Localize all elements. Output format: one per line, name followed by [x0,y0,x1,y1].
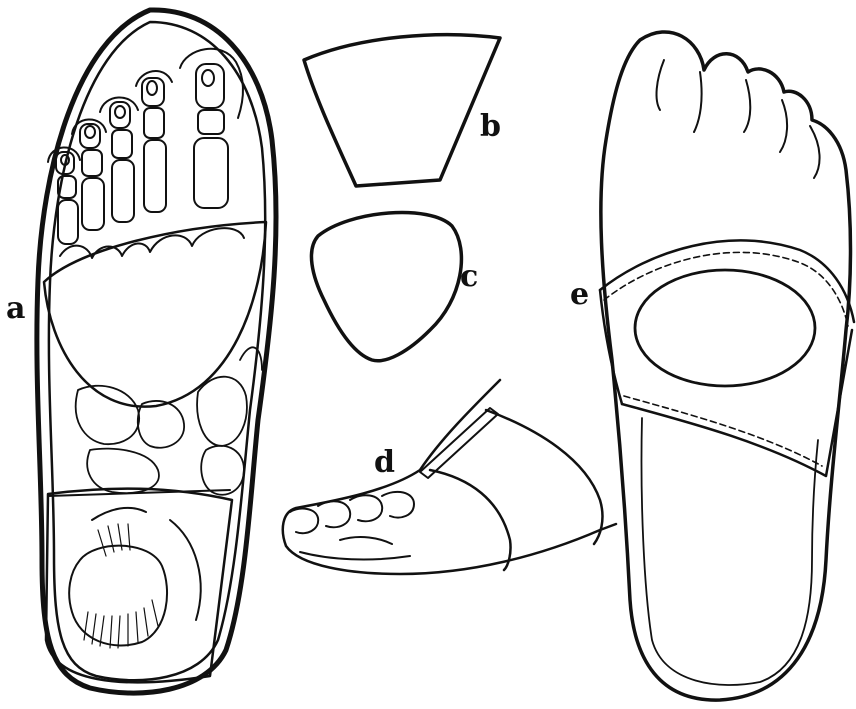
label-d: d [374,448,395,478]
strap-edge-top [420,408,498,478]
figure-e-foot-sole [600,32,854,700]
tarsal-bones [76,347,262,494]
third-toe-bones [100,97,138,222]
label-c: c [460,262,478,292]
label-a: a [6,294,25,324]
metatarsal-band-bottom-stitch [624,396,822,466]
strap-inner [430,470,511,570]
figure-c-rounded-pad [311,213,461,361]
toes-side [290,492,414,560]
heel-cup [46,489,232,683]
figure-b-wedge-pad [304,35,500,186]
heel-bone-hatching [84,524,158,648]
figure-d-foot-with-strap [283,380,616,574]
label-b: b [480,112,501,142]
label-e: e [570,280,589,310]
sole-toes [657,60,820,178]
second-toe-bones [136,71,172,212]
heel-bone [69,508,200,648]
foot-side-outline [283,380,616,574]
big-toe-bones [180,49,243,208]
metatarsal-oval-pad [635,270,815,386]
figure-a-insole-with-skeleton [37,10,276,693]
